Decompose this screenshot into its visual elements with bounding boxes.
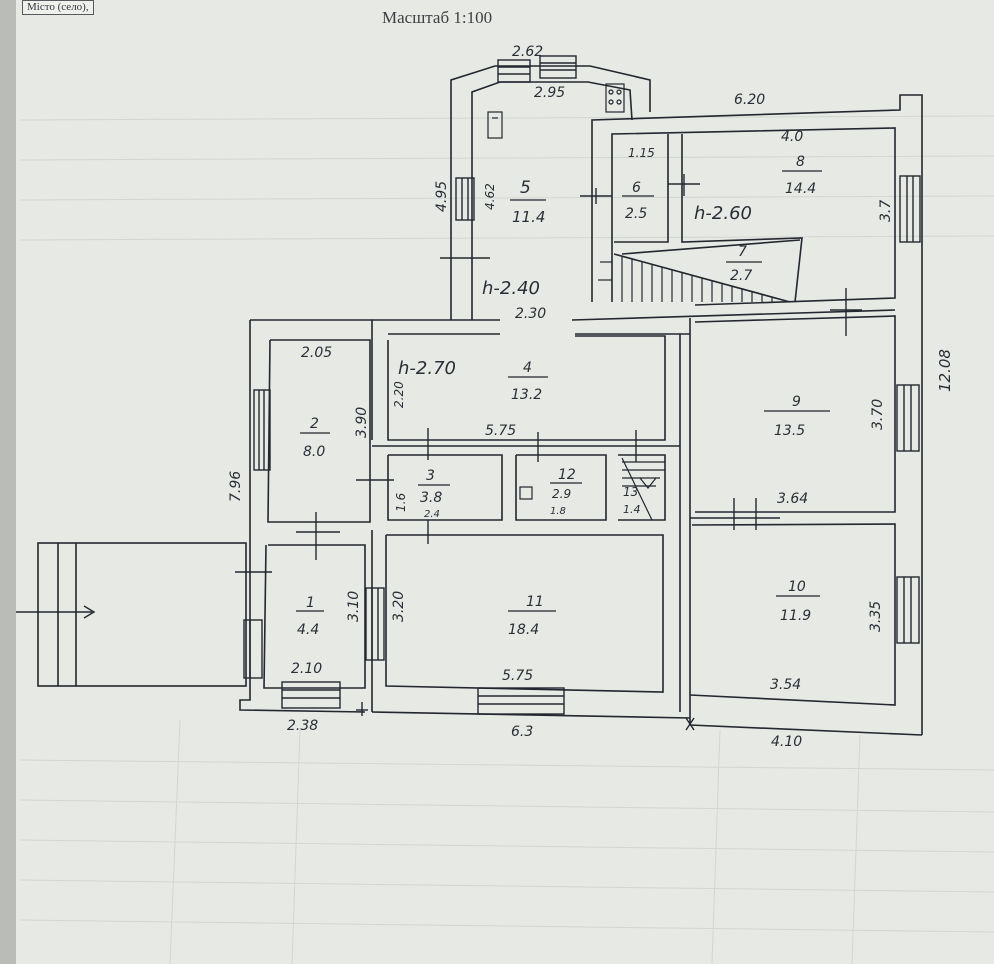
dim-5-75-mid: 5.75 [485,423,516,439]
dim-2-20: 2.20 [392,381,406,408]
room-6-area: 2.5 [625,206,647,222]
room-13-number: 13 [623,485,638,499]
dim-3-64: 3.64 [777,491,808,507]
dim-4-95: 4.95 [434,181,450,212]
room-11-area: 18.4 [508,622,539,638]
entry-arrow [16,605,96,619]
room-4-number: 4 [523,360,532,376]
room-8-number: 8 [796,154,805,170]
room-13-area: 1.4 [623,503,641,516]
dim-3-70: 3.70 [870,399,886,430]
dim-2-30: 2.30 [515,306,546,322]
dim-5-75-bot: 5.75 [502,668,533,684]
room-9-number: 9 [792,394,801,410]
dim-12-08: 12.08 [936,349,954,392]
dimensions-vertical: 4.95 4.62 3.7 2.20 3.90 12.08 3.70 7.96 … [228,181,954,632]
dim-3-10: 3.10 [346,591,362,622]
dim-2-38: 2.38 [287,718,318,734]
paper-background [14,0,994,964]
room-5-number: 5 [520,178,531,198]
dim-3-7: 3.7 [878,200,894,222]
stove-icon [487,111,503,139]
room-12-number: 12 [558,467,576,483]
height-room-8: h-2.60 [694,203,752,224]
room-2-area: 8.0 [303,444,325,460]
room-9-area: 13.5 [774,423,805,439]
room-11-number: 11 [526,594,544,610]
height-room-4: h-2.70 [398,358,456,379]
stair-13 [621,457,665,521]
dim-1-15: 1.15 [628,146,655,160]
dim-6-20-top: 6.20 [734,92,765,108]
doors [235,174,862,731]
dimensions-horizontal: 2.62 2.95 6.20 1.15 4.0 2.30 2.05 5.75 2… [287,44,808,750]
sink-icon [605,83,625,113]
background-grid [19,115,994,964]
room-4-area: 13.2 [511,387,542,403]
room-7-number: 7 [738,244,747,260]
dim-3-54: 3.54 [770,677,801,693]
dim-1-8: 1.8 [550,506,566,517]
room-1-area: 4.4 [297,622,319,638]
room-label-bars [296,170,830,612]
dim-2-05: 2.05 [301,345,332,361]
dim-4-0: 4.0 [781,129,803,145]
room-12-area: 2.9 [552,487,571,501]
room-1-number: 1 [306,595,315,611]
ceiling-heights: h-2.40 h-2.60 h-2.70 [398,203,752,379]
dim-2-10: 2.10 [291,661,322,677]
dim-7-96: 7.96 [228,471,244,502]
dim-2-4: 2.4 [424,509,440,520]
form-header-fragment: Місто (село), [22,0,94,15]
room-5-area: 11.4 [512,208,545,226]
room-10-number: 10 [788,579,806,595]
room-8-area: 14.4 [785,181,816,197]
room-3-area: 3.8 [420,490,442,506]
height-room-5: h-2.40 [482,278,540,299]
walls [37,65,923,736]
windows [243,55,921,715]
dim-3-35: 3.35 [868,601,884,632]
scale-label: Масштаб 1:100 [382,8,493,27]
room-7-area: 2.7 [730,268,752,284]
dim-1-6: 1.6 [394,493,408,512]
room-2-number: 2 [310,416,319,432]
dim-4-10: 4.10 [771,734,802,750]
dim-3-90: 3.90 [354,407,370,438]
dim-3-20: 3.20 [391,591,407,622]
boiler-icon [519,486,533,500]
room-3-number: 3 [426,468,435,484]
room-6-number: 6 [632,180,641,196]
dim-2-95: 2.95 [534,85,565,101]
dim-6-3: 6.3 [511,724,533,740]
room-labels: 1 4.4 2 8.0 3 3.8 4 13.2 5 11.4 6 2.5 7 … [297,154,816,638]
dim-4-62: 4.62 [483,183,497,210]
room-10-area: 11.9 [780,608,811,624]
paper-edge-shadow [0,0,16,964]
dim-2-62: 2.62 [512,44,543,60]
stair-hatching-7 [598,256,773,302]
